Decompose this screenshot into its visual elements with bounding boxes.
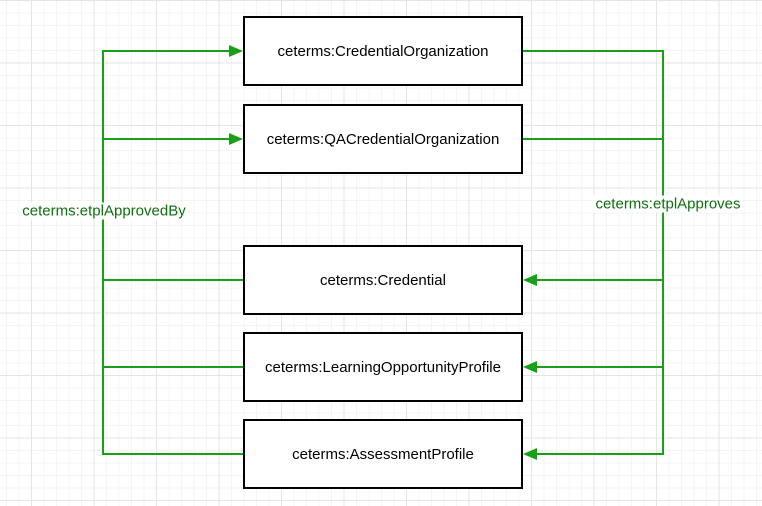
node-qa-credential-organization-label: ceterms:QACredentialOrganization (266, 130, 500, 148)
node-learning-opportunity-profile[interactable]: ceterms:LearningOpportunityProfile (243, 332, 523, 402)
edge-etplApproves-branch-from-credential-organization[interactable] (523, 50, 664, 52)
edge-etplApproves-branch-to-assessment[interactable] (536, 453, 664, 455)
arrowhead-into-credential-icon (523, 274, 537, 286)
edge-etplApprovedBy-branch-to-credential-organization[interactable] (102, 50, 230, 52)
node-assessment-profile[interactable]: ceterms:AssessmentProfile (243, 419, 523, 489)
edge-etplApprovedBy-branch-from-credential[interactable] (102, 279, 243, 281)
arrowhead-into-credential-organization-icon (229, 45, 243, 57)
node-credential-organization-label: ceterms:CredentialOrganization (277, 42, 489, 60)
edge-etplApprovedBy-branch-from-assessment[interactable] (102, 453, 243, 455)
edge-label-etplApprovedBy[interactable]: ceterms:etplApprovedBy (20, 202, 188, 220)
edge-etplApprovedBy-branch-to-qa-credential-organization[interactable] (102, 138, 230, 140)
node-credential-organization[interactable]: ceterms:CredentialOrganization (243, 16, 523, 86)
node-credential-label: ceterms:Credential (320, 271, 446, 289)
node-credential[interactable]: ceterms:Credential (243, 245, 523, 315)
edge-etplApprovedBy-branch-from-learning-opportunity[interactable] (102, 366, 243, 368)
edge-etplApproves-branch-to-credential[interactable] (536, 279, 664, 281)
edge-etplApproves-trunk-line[interactable] (662, 50, 664, 455)
node-learning-opportunity-profile-label: ceterms:LearningOpportunityProfile (265, 358, 501, 376)
edge-etplApprovedBy-trunk-line[interactable] (102, 50, 104, 455)
node-assessment-profile-label: ceterms:AssessmentProfile (292, 445, 474, 463)
arrowhead-into-assessment-icon (523, 448, 537, 460)
node-qa-credential-organization[interactable]: ceterms:QACredentialOrganization (243, 104, 523, 174)
arrowhead-into-qa-credential-organization-icon (229, 133, 243, 145)
edge-label-etplApproves[interactable]: ceterms:etplApproves (593, 195, 743, 213)
edge-etplApproves-branch-to-learning-opportunity[interactable] (536, 366, 664, 368)
edge-etplApproves-branch-from-qa-credential-organization[interactable] (523, 138, 664, 140)
arrowhead-into-learning-opportunity-icon (523, 361, 537, 373)
